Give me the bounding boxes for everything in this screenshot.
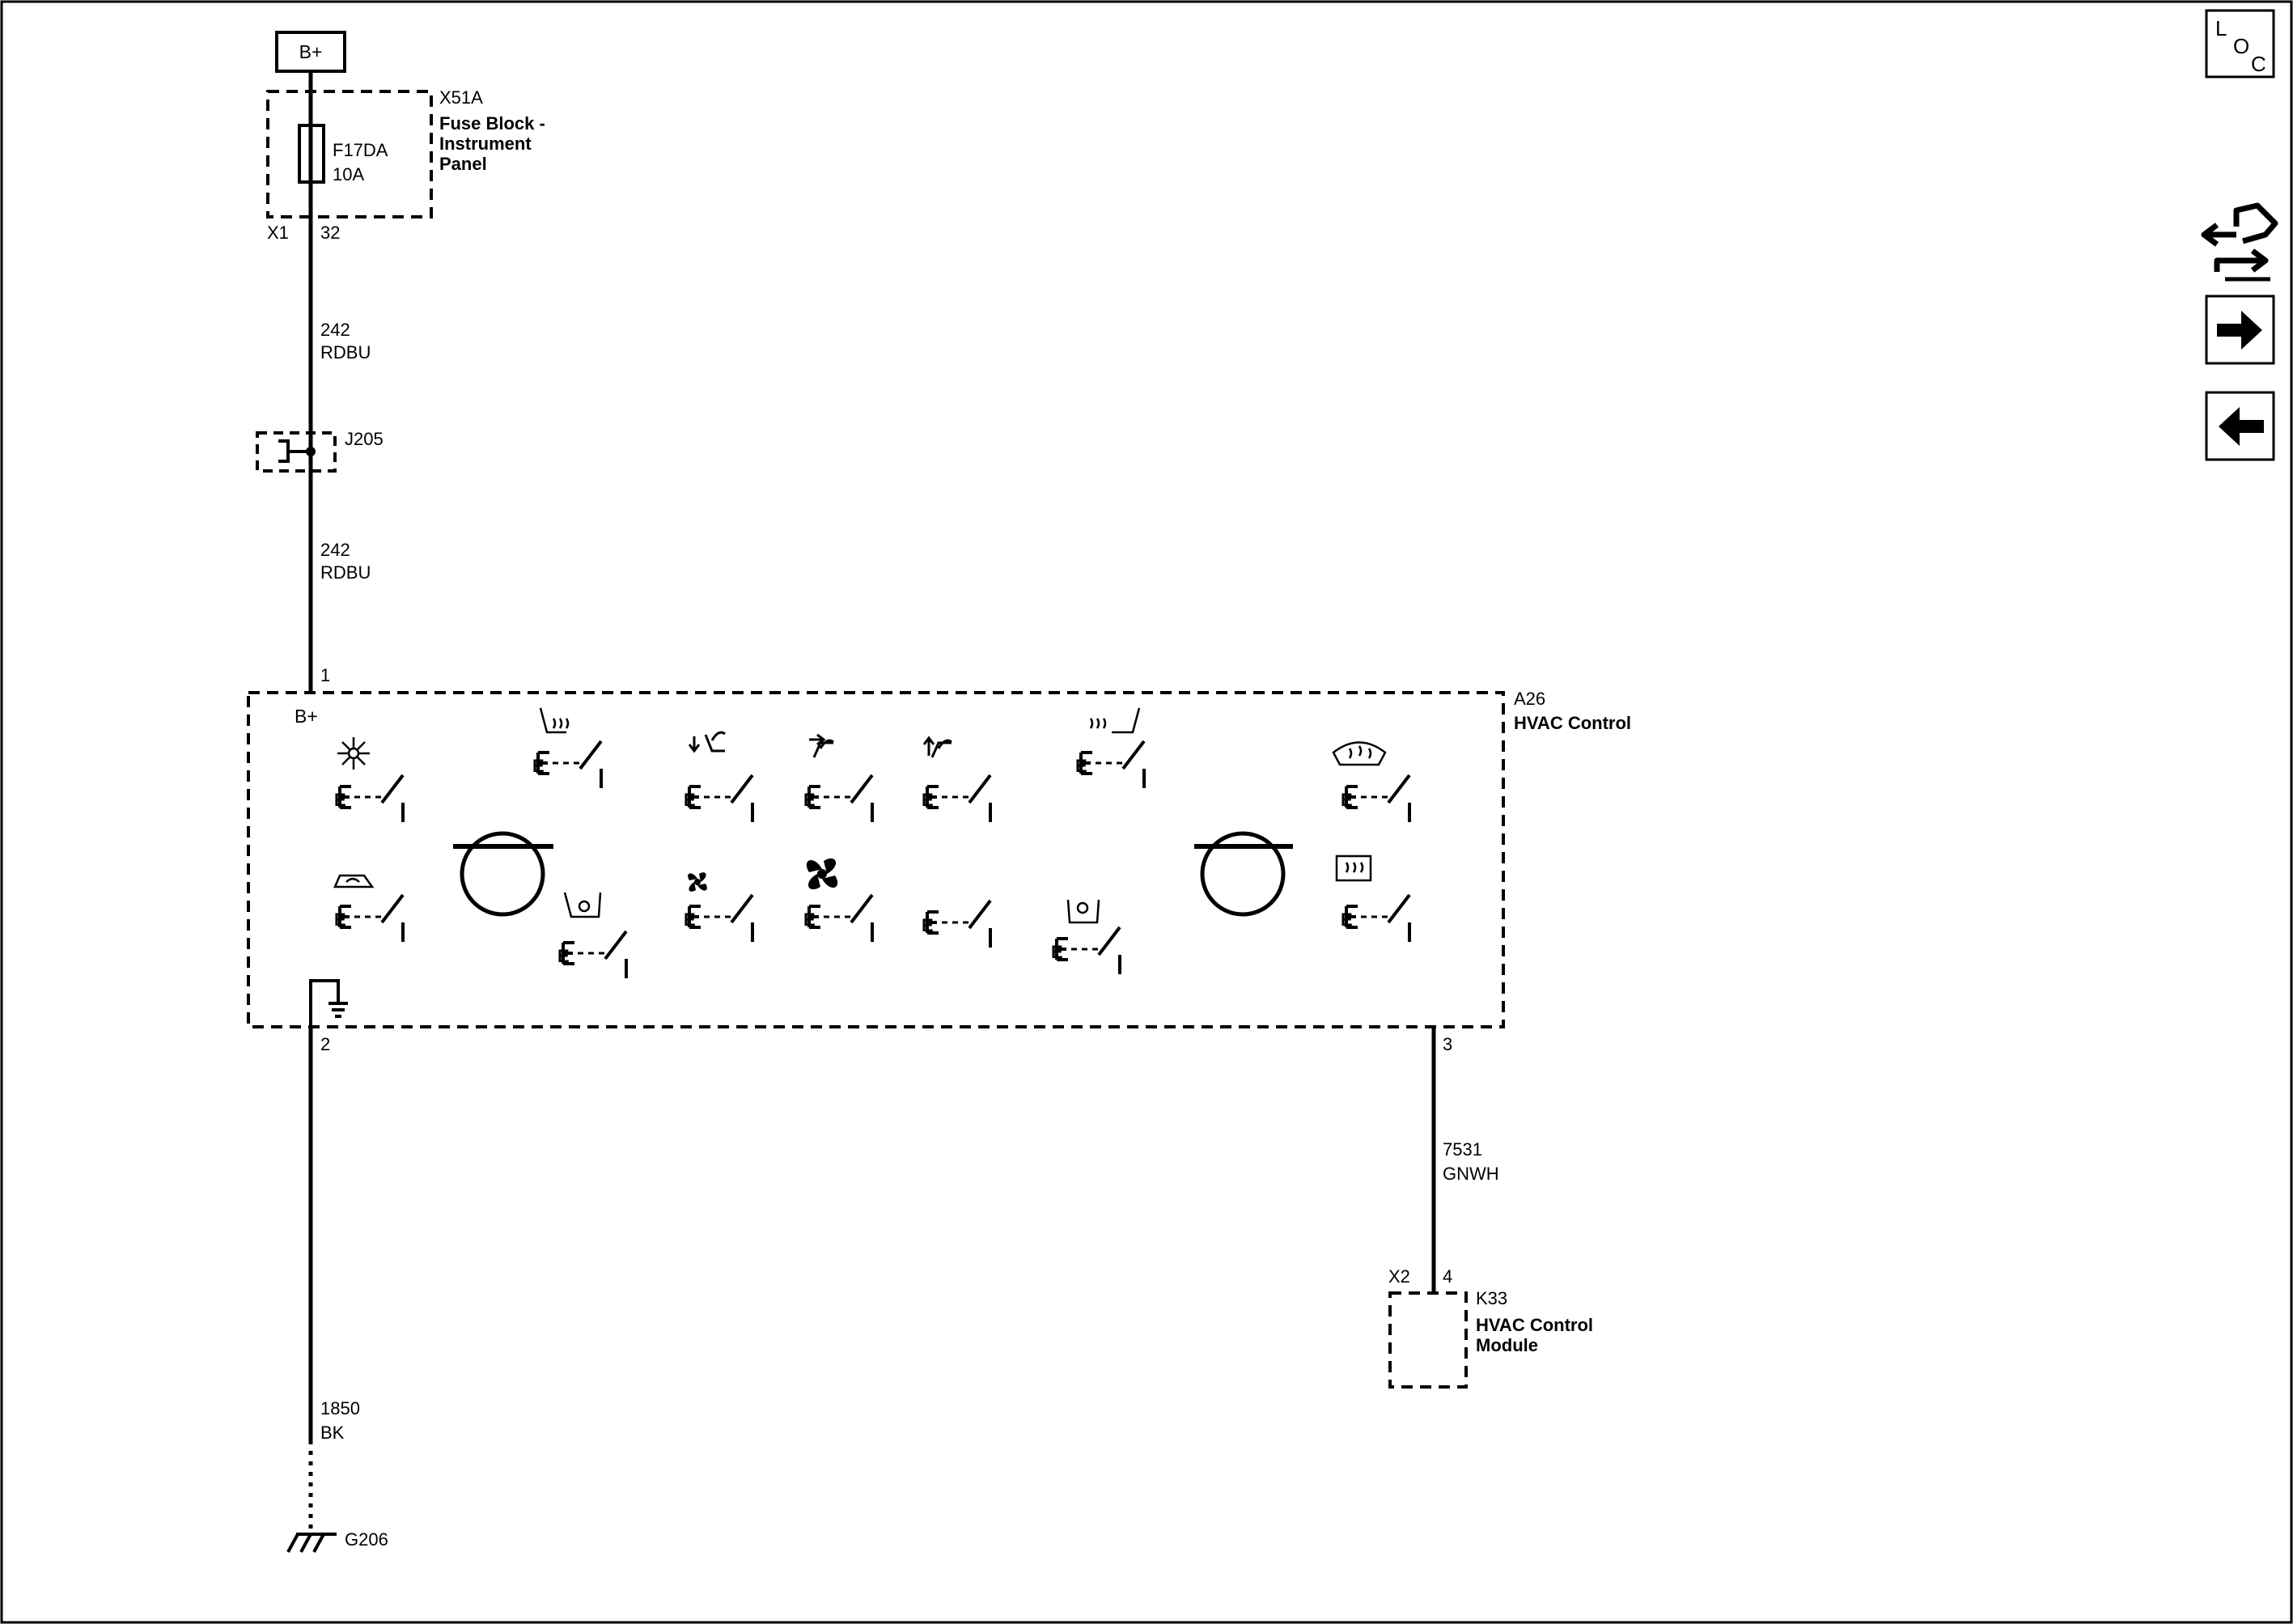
loc-icon[interactable]: [2205, 9, 2275, 78]
switch-e-label: E: [922, 790, 934, 810]
vent-face-icon: [809, 733, 834, 758]
module-outline: [1388, 1291, 1468, 1389]
chassis-ground-symbol: [286, 1533, 337, 1553]
switch-e-label: E: [334, 910, 346, 930]
module-ref: K33: [1476, 1288, 1507, 1308]
switch-e-label: E: [557, 946, 570, 966]
module-name-1: HVAC Control: [1476, 1315, 1593, 1335]
fuse-rating: 10A: [333, 164, 364, 184]
previous-page-button[interactable]: [2205, 391, 2275, 461]
b-plus-label: B+: [299, 41, 323, 62]
switch-e-label: E: [1341, 910, 1353, 930]
switch-e-label: E: [1075, 756, 1087, 776]
fuse-pin: 32: [320, 223, 340, 243]
wire-2-circuit: 242: [320, 540, 350, 560]
switch-e-label: E: [803, 910, 816, 930]
ventilated-seat-icon: [1066, 899, 1100, 924]
module-connector: X2: [1388, 1266, 1410, 1287]
wire-4-color: GNWH: [1443, 1164, 1499, 1184]
switch-ventilated-seat-left: E: [557, 892, 628, 980]
rear-defrost-icon: [1335, 854, 1372, 882]
connector-swap-icon[interactable]: [2201, 202, 2278, 282]
splice-outline: [256, 431, 337, 473]
switch-ventilated-seat-right: E: [1051, 899, 1121, 976]
ground-ref: G206: [345, 1529, 388, 1550]
switch-heated-seat-right: E: [1075, 707, 1146, 790]
wire-3-circuit: 1850: [320, 1398, 360, 1418]
fuse-block-name-2: Instrument: [439, 134, 532, 154]
switch-e-label: E: [803, 790, 816, 810]
recirculation-icon: [333, 874, 375, 888]
switch-e-label: E: [334, 790, 346, 810]
temperature-dial-left: [453, 831, 553, 917]
switch-e-label: E: [1341, 790, 1353, 810]
hvac-control-ref: A26: [1514, 689, 1545, 709]
arrow-left-icon[interactable]: [2219, 407, 2264, 446]
heated-seat-icon: [539, 707, 570, 734]
vent-bilevel-icon: [922, 736, 952, 758]
wire-2-color: RDBU: [320, 562, 371, 583]
fuse-block-name-1: Fuse Block -: [439, 113, 545, 134]
splice-ref: J205: [345, 429, 384, 449]
switch-e-label: E: [684, 790, 696, 810]
switch-e-label: E: [1051, 942, 1063, 962]
arrow-right-icon[interactable]: [2217, 311, 2262, 350]
snowflake-icon: [337, 737, 370, 770]
ventilated-seat-icon: [563, 892, 602, 918]
splice-dot: [306, 447, 316, 456]
hvac-b-plus: B+: [295, 706, 318, 727]
fuse-block-name-3: Panel: [439, 154, 487, 174]
switch-mode-bilevel: E: [922, 736, 992, 824]
switch-heated-seat-left: E: [532, 707, 603, 790]
wire-1-circuit: 242: [320, 320, 350, 340]
heated-seat-icon: [1089, 707, 1141, 734]
splice-symbol: [278, 439, 311, 463]
switch-fan-high: E: [803, 858, 874, 943]
switch-unlabeled: E: [922, 899, 992, 949]
switch-mode-vent: E: [803, 733, 874, 824]
switch-defrost-front: E: [1332, 741, 1411, 824]
next-page-button[interactable]: [2205, 295, 2275, 365]
wire-4-circuit: 7531: [1443, 1139, 1482, 1160]
hvac-control-name: HVAC Control: [1514, 713, 1631, 733]
loc-letter-o: O: [2233, 34, 2249, 58]
fuse-block-outline: [266, 90, 433, 218]
wire-1-color: RDBU: [320, 342, 371, 363]
wire-3-color: BK: [320, 1423, 345, 1443]
loc-letter-c: C: [2251, 52, 2266, 76]
fan-low-icon: [688, 872, 707, 892]
switch-ac-snowflake: E: [334, 737, 405, 824]
switch-recirculation: E: [333, 874, 405, 943]
switch-e-label: E: [684, 910, 696, 930]
switch-e-label: E: [532, 756, 545, 776]
internal-ground: [309, 979, 348, 1027]
loc-letter-l: L: [2215, 16, 2227, 40]
vent-floor-icon: [688, 731, 726, 753]
loc-button[interactable]: L O C: [2205, 9, 2275, 78]
switch-defrost-rear: E: [1335, 854, 1411, 943]
switch-mode-floor: E: [684, 731, 754, 824]
fuse-id: F17DA: [333, 140, 388, 160]
temperature-dial-right: [1194, 831, 1293, 917]
hvac-pin-signal: 3: [1443, 1034, 1452, 1054]
front-defrost-icon: [1332, 741, 1387, 766]
fuse-connector: X1: [267, 223, 289, 243]
fuse-block-ref: X51A: [439, 87, 483, 108]
fan-high-icon: [806, 858, 838, 890]
switch-fan-low: E: [684, 872, 754, 943]
hvac-pin-ground: 2: [320, 1034, 330, 1054]
module-pin: 4: [1443, 1266, 1452, 1287]
switch-e-label: E: [922, 915, 934, 935]
module-name-2: Module: [1476, 1335, 1538, 1355]
connector-swap-button[interactable]: [2201, 202, 2278, 282]
hvac-pin-supply: 1: [320, 665, 330, 685]
hvac-control-outline: [247, 691, 1505, 1028]
